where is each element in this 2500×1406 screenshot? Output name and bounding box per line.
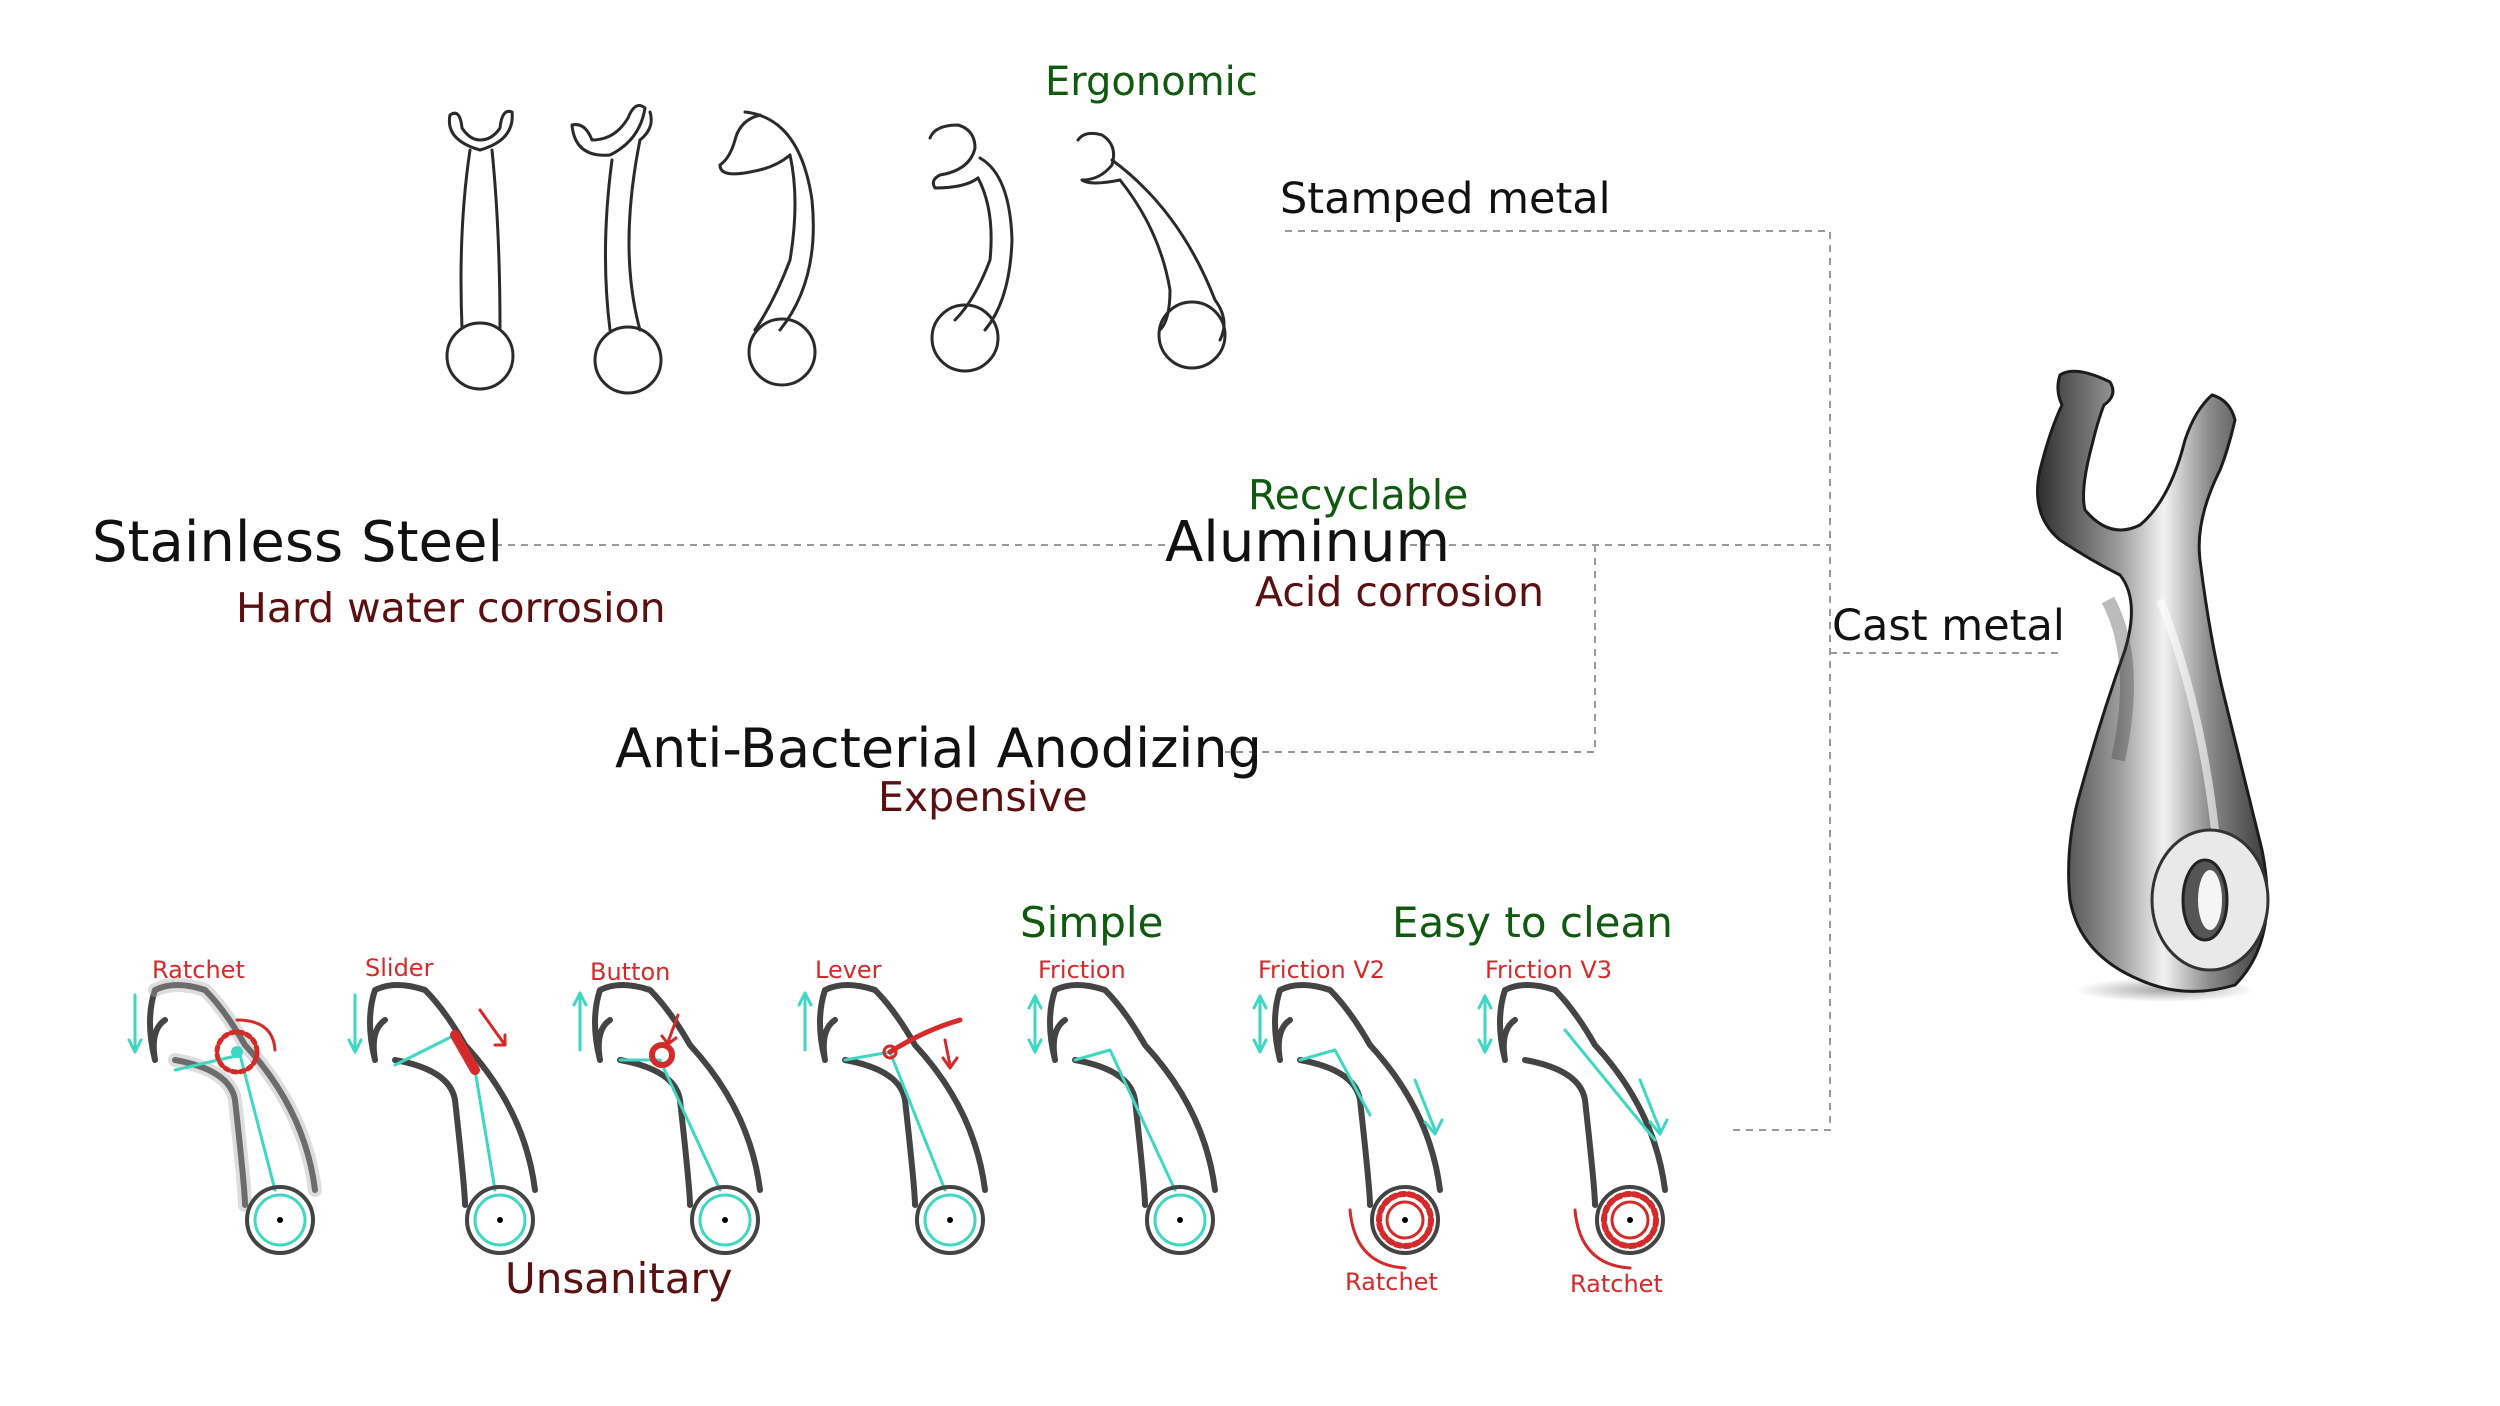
stamped-sketch-2 (570, 104, 663, 395)
simple-pro-label: Simple (1020, 898, 1164, 947)
mechanism-label-lever: Lever (815, 956, 882, 984)
recyclable-pro-label: Recyclable (1248, 471, 1469, 519)
mechanism-label-slider: Slider (365, 954, 434, 982)
stamped-metal-label: Stamped metal (1280, 174, 1611, 224)
mechanism-label-friction: Friction (1038, 956, 1126, 984)
mechanism-label-friction-v2: Friction V2 (1258, 956, 1386, 984)
mechanism-sketch-friction-v3 (1477, 982, 1669, 1270)
acid-corrosion-con: Acid corrosion (1255, 568, 1544, 616)
easy-to-clean-pro-label: Easy to clean (1392, 898, 1673, 947)
ergonomic-pro-label: Ergonomic (1045, 59, 1258, 105)
mechanism-sketch-lever (797, 982, 988, 1255)
mechanism-label-button: Button (590, 958, 671, 986)
stamped-sketch-4 (928, 123, 1014, 373)
mechanism-label-ratchet: Ratchet (152, 956, 245, 984)
connector-lines (495, 230, 2060, 1131)
aluminum-label: Aluminum (1165, 510, 1451, 575)
expensive-con: Expensive (878, 773, 1088, 821)
mechanism-sketch-button (572, 982, 763, 1255)
mechanism-sketch-ratchet (127, 978, 322, 1255)
anodizing-label: Anti-Bacterial Anodizing (615, 717, 1262, 780)
ratchet-note-v3: Ratchet (1570, 1270, 1663, 1298)
mechanism-sketches (127, 978, 1669, 1270)
mechanism-sketch-friction (1027, 982, 1218, 1255)
hard-water-corrosion-con: Hard water corrosion (236, 584, 666, 632)
mechanism-sketch-slider (347, 982, 538, 1255)
mechanism-label-friction-v3: Friction V3 (1485, 956, 1613, 984)
stamped-metal-connector (1285, 230, 1831, 1131)
stainless-steel-label: Stainless Steel (92, 510, 504, 575)
unsanitary-con-label: Unsanitary (505, 1254, 733, 1303)
mechanism-sketch-friction-v2 (1252, 982, 1444, 1270)
stamped-sketch-3 (718, 110, 817, 387)
stamped-sketch-5 (1076, 131, 1227, 370)
ratchet-note-v2: Ratchet (1345, 1268, 1438, 1296)
stamped-sketch-1 (445, 109, 515, 391)
stamped-metal-sketches (445, 104, 1227, 395)
anodizing-connector (1225, 545, 1596, 753)
cast-metal-label: Cast metal (1832, 601, 2065, 651)
cast-metal-render (2036, 369, 2270, 1002)
